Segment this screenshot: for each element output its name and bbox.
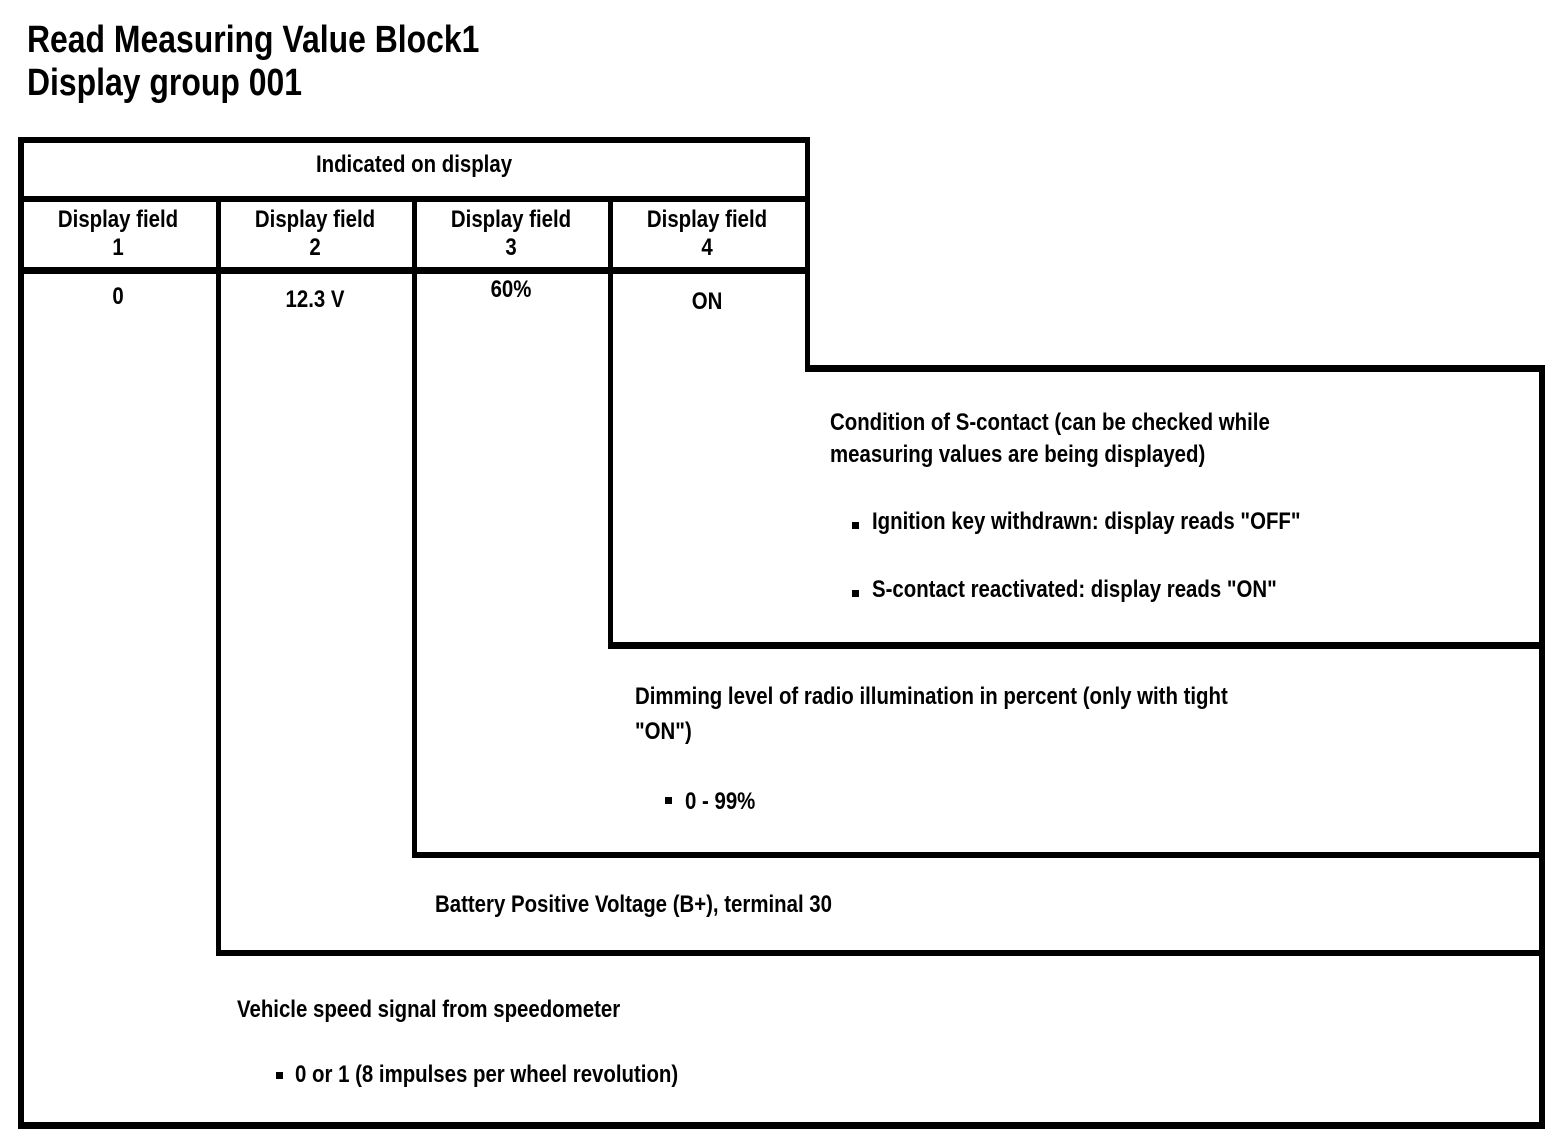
column-header-1-label: Display field xyxy=(57,206,179,233)
field4-box-bottom-line xyxy=(608,642,1545,649)
column-1-2-separator xyxy=(216,196,221,956)
field1-description-line1: Vehicle speed signal from speedometer xyxy=(237,996,621,1023)
field3-box-bottom-line xyxy=(412,852,1545,858)
table-title: Indicated on display xyxy=(315,151,513,178)
column-header-1: Display field 1 xyxy=(38,206,198,262)
column-header-3-label: Display field xyxy=(450,206,572,233)
field4-bullet-1: Ignition key withdrawn: display reads "O… xyxy=(872,508,1301,535)
display-value-2: 12.3 V xyxy=(285,286,345,313)
field1-bullet-1: 0 or 1 (8 impulses per wheel revolution) xyxy=(295,1061,679,1088)
bullet-icon xyxy=(276,1072,283,1079)
column-3-4-separator xyxy=(608,196,613,648)
column-2-3-separator xyxy=(412,196,417,858)
column-header-2: Display field 2 xyxy=(235,206,395,262)
bullet-icon xyxy=(665,797,672,804)
display-value-1: 0 xyxy=(112,283,124,310)
bullet-icon xyxy=(852,522,859,529)
field4-bullet-2: S-contact reactivated: display reads "ON… xyxy=(872,576,1277,603)
column-header-4-label: Display field xyxy=(646,206,768,233)
field4-box-top-line xyxy=(805,365,1545,372)
column-header-4-number: 4 xyxy=(701,234,713,261)
table-top-border xyxy=(18,137,810,143)
field3-description-line2: "ON") xyxy=(635,718,692,745)
field4-description-line1: Condition of S-contact (can be checked w… xyxy=(830,409,1270,436)
column-header-2-number: 2 xyxy=(309,234,321,261)
bullet-icon xyxy=(852,590,859,597)
column-header-2-label: Display field xyxy=(254,206,376,233)
display-value-4: ON xyxy=(691,288,723,315)
field4-description-line2: measuring values are being displayed) xyxy=(830,441,1206,468)
display-value-3: 60% xyxy=(490,276,532,303)
field3-bullet-1: 0 - 99% xyxy=(685,788,756,815)
table-right-border xyxy=(805,137,810,372)
column-header-4: Display field 4 xyxy=(627,206,787,262)
page-subtitle: Display group 001 xyxy=(27,62,302,104)
field2-box-bottom-line xyxy=(216,950,1545,956)
field2-description-line1: Battery Positive Voltage (B+), terminal … xyxy=(435,891,832,918)
diagram-left-border xyxy=(18,137,24,1129)
column-header-1-number: 1 xyxy=(112,234,124,261)
page-title: Read Measuring Value Block1 xyxy=(27,19,480,61)
column-header-3-number: 3 xyxy=(505,234,517,261)
diagram-right-border xyxy=(1539,365,1545,1129)
column-header-3: Display field 3 xyxy=(431,206,591,262)
field3-description-line1: Dimming level of radio illumination in p… xyxy=(635,683,1228,710)
diagram-bottom-border xyxy=(18,1122,1545,1129)
